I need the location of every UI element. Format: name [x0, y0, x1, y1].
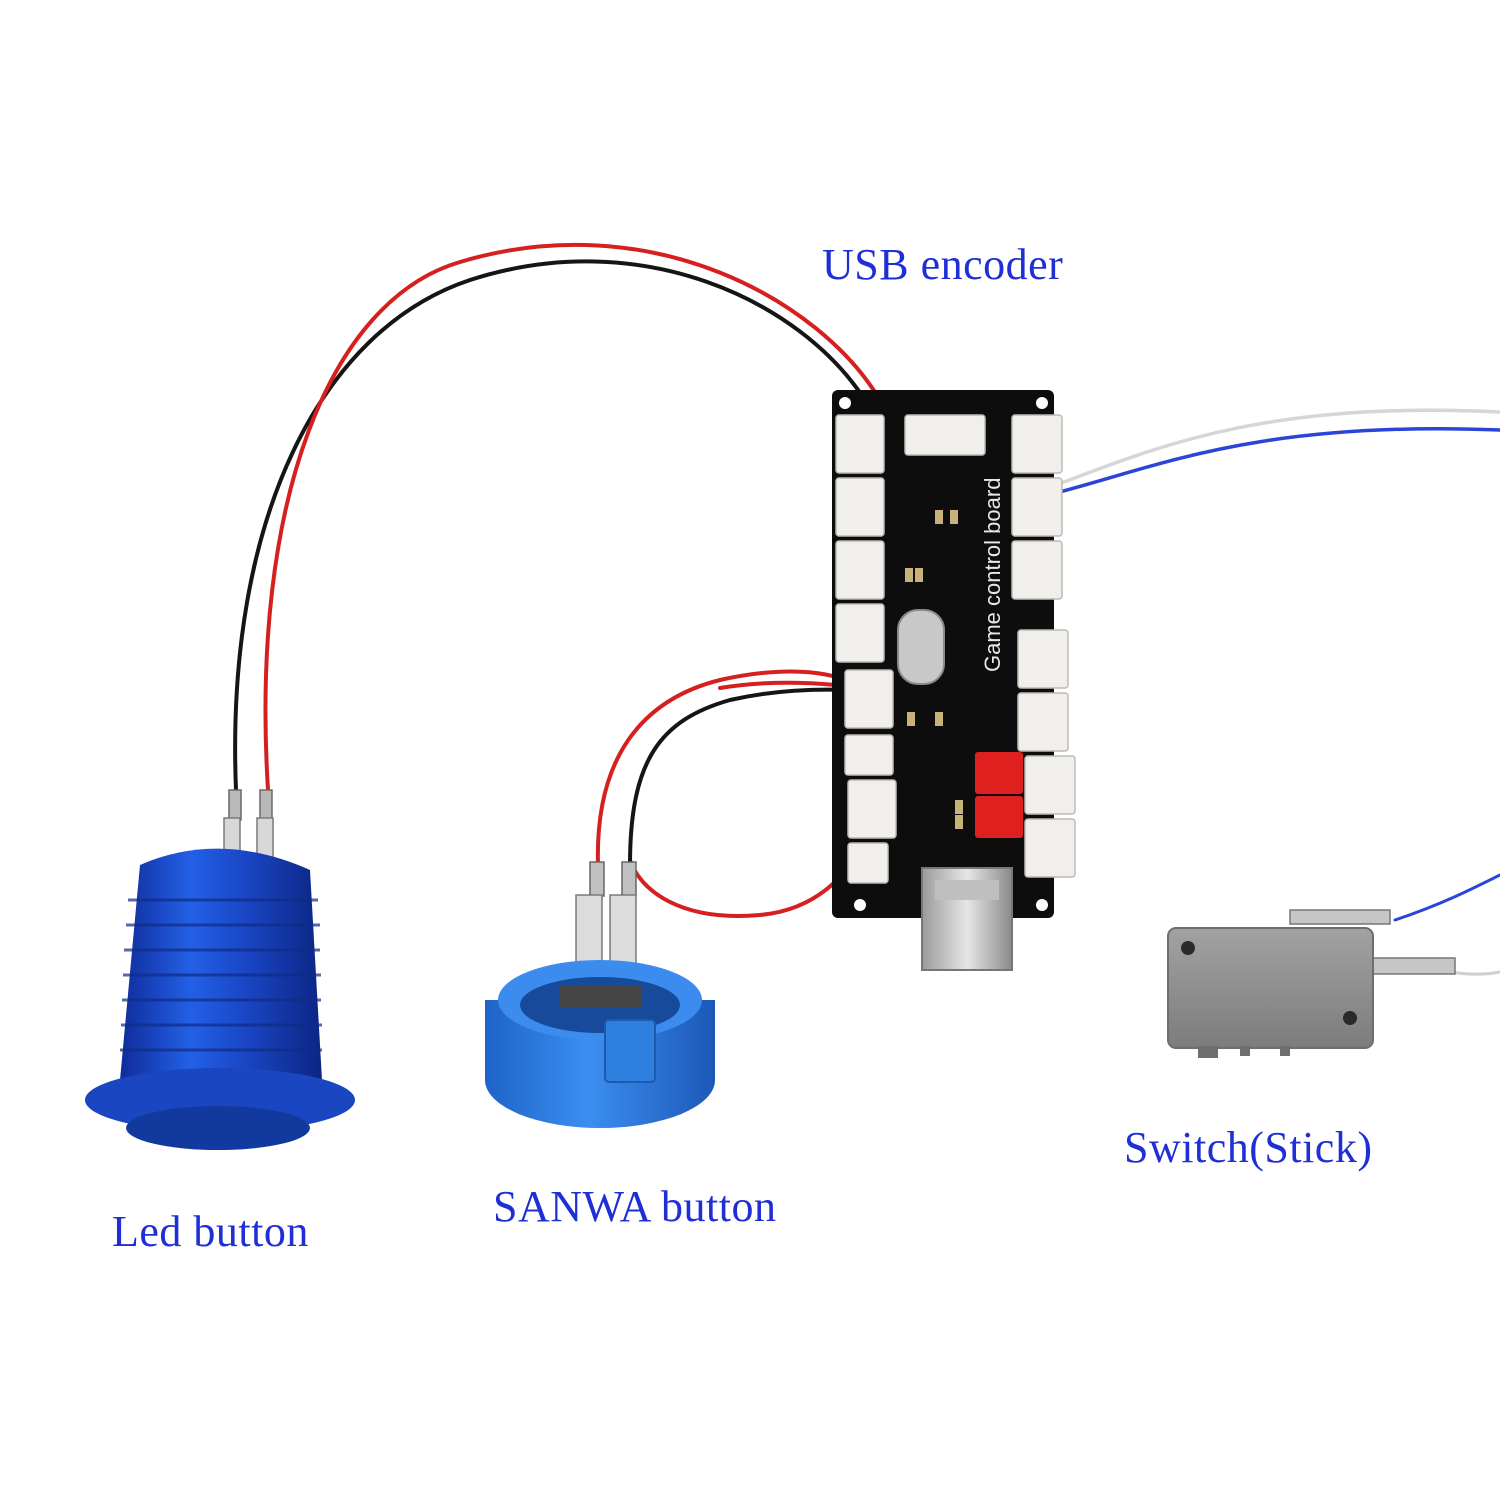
microswitch-icon — [1167, 909, 1456, 1058]
led-button-caption: Led button — [112, 1207, 309, 1256]
blue-wire-top — [1046, 426, 1500, 497]
usb-encoder-caption: USB encoder — [822, 240, 1064, 289]
sanwa-button-icon — [485, 861, 715, 1128]
white-wire-switch — [1448, 970, 1500, 976]
usb-encoder-board-icon: Game control board — [832, 390, 1076, 971]
switch-wires — [1046, 408, 1500, 976]
white-wire-top — [1046, 408, 1500, 490]
blue-wire-switch — [1393, 873, 1500, 922]
sanwa-button-caption: SANWA button — [493, 1182, 777, 1231]
switch-stick-caption: Switch(Stick) — [1124, 1123, 1373, 1172]
board-silkscreen: Game control board — [980, 478, 1005, 672]
led-button-icon — [85, 789, 355, 1150]
